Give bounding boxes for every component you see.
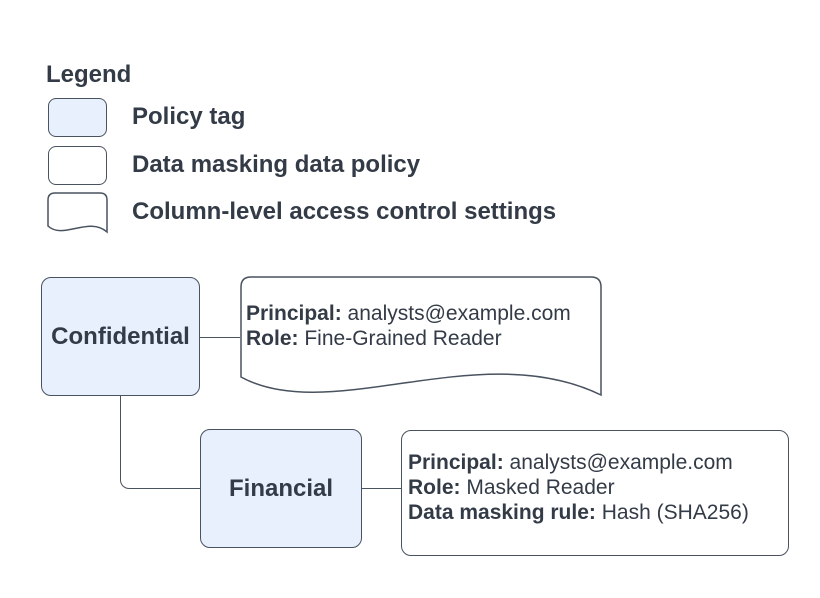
policy-tag-confidential-label: Confidential [51,322,190,350]
masking-note-role-line: Role: Masked Reader [408,475,782,500]
legend-item-data-masking-policy: Data masking data policy [132,151,421,178]
acl-note-principal-line: Principal: analysts@example.com [246,301,571,326]
legend-title: Legend [46,61,132,88]
policy-tag-swatch-icon [48,98,107,137]
legend-item-policy-tag: Policy tag [132,103,246,130]
connector-confidential-to-financial [120,396,201,489]
document-shape-icon [240,276,602,397]
policy-tag-financial: Financial [200,429,362,548]
masking-rule-label: Data masking rule: [408,501,596,524]
policy-tag-confidential: Confidential [41,277,200,396]
principal-value: analysts@example.com [347,302,571,325]
column-acl-swatch-icon [47,190,109,240]
policy-tag-financial-label: Financial [228,474,334,502]
data-masking-policy-swatch-icon [48,146,107,185]
masking-note-principal-line: Principal: analysts@example.com [408,450,782,475]
role-value: Fine-Grained Reader [304,327,502,350]
acl-note-text: Principal: analysts@example.com Role: Fi… [246,301,571,351]
principal-value: analysts@example.com [509,451,733,474]
principal-label: Principal: [246,302,342,325]
role-label: Role: [246,327,299,350]
connector-financial-to-masking-note [362,488,401,489]
masking-policy-note: Principal: analysts@example.com Role: Ma… [401,430,789,556]
acl-settings-note: Principal: analysts@example.com Role: Fi… [240,274,602,404]
masking-rule-value: Hash (SHA256) [601,501,749,524]
role-value: Masked Reader [466,476,615,499]
acl-note-role-line: Role: Fine-Grained Reader [246,326,571,351]
principal-label: Principal: [408,451,504,474]
masking-note-rule-line: Data masking rule: Hash (SHA256) [408,500,782,525]
legend-item-column-acl: Column-level access control settings [132,198,557,225]
role-label: Role: [408,476,461,499]
connector-confidential-to-acl-note [200,337,240,338]
